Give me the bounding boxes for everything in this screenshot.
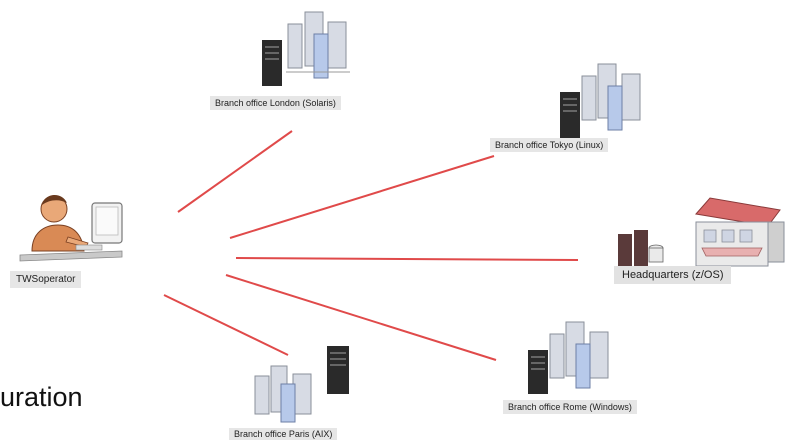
office-paris: Branch office Paris (AIX) bbox=[225, 340, 365, 440]
server-cluster-icon bbox=[528, 321, 609, 394]
headquarters-building-icon bbox=[618, 197, 785, 267]
link-tokyo bbox=[229, 155, 495, 239]
office-headquarters: Headquarters (z/OS) bbox=[610, 196, 790, 284]
operator-label: TWSoperator bbox=[10, 271, 82, 288]
server-cluster-icon bbox=[560, 63, 641, 138]
link-hq bbox=[235, 257, 579, 261]
caption-fragment: uration bbox=[0, 382, 83, 412]
office-rome-label: Branch office Rome (Windows) bbox=[503, 400, 637, 414]
operator-node: TWSoperator bbox=[10, 185, 130, 288]
server-cluster-icon bbox=[262, 11, 350, 86]
operator-icon bbox=[19, 194, 123, 262]
office-tokyo-label: Branch office Tokyo (Linux) bbox=[490, 138, 609, 152]
office-london-label: Branch office London (Solaris) bbox=[210, 96, 341, 110]
office-paris-label: Branch office Paris (AIX) bbox=[229, 428, 338, 440]
office-headquarters-label: Headquarters (z/OS) bbox=[614, 266, 732, 284]
server-cluster-icon bbox=[254, 346, 349, 423]
office-tokyo: Branch office Tokyo (Linux) bbox=[490, 62, 660, 152]
link-rome bbox=[225, 274, 497, 361]
link-paris bbox=[163, 294, 289, 356]
office-london: Branch office London (Solaris) bbox=[210, 10, 370, 110]
link-london bbox=[177, 130, 293, 213]
office-rome: Branch office Rome (Windows) bbox=[503, 318, 637, 414]
